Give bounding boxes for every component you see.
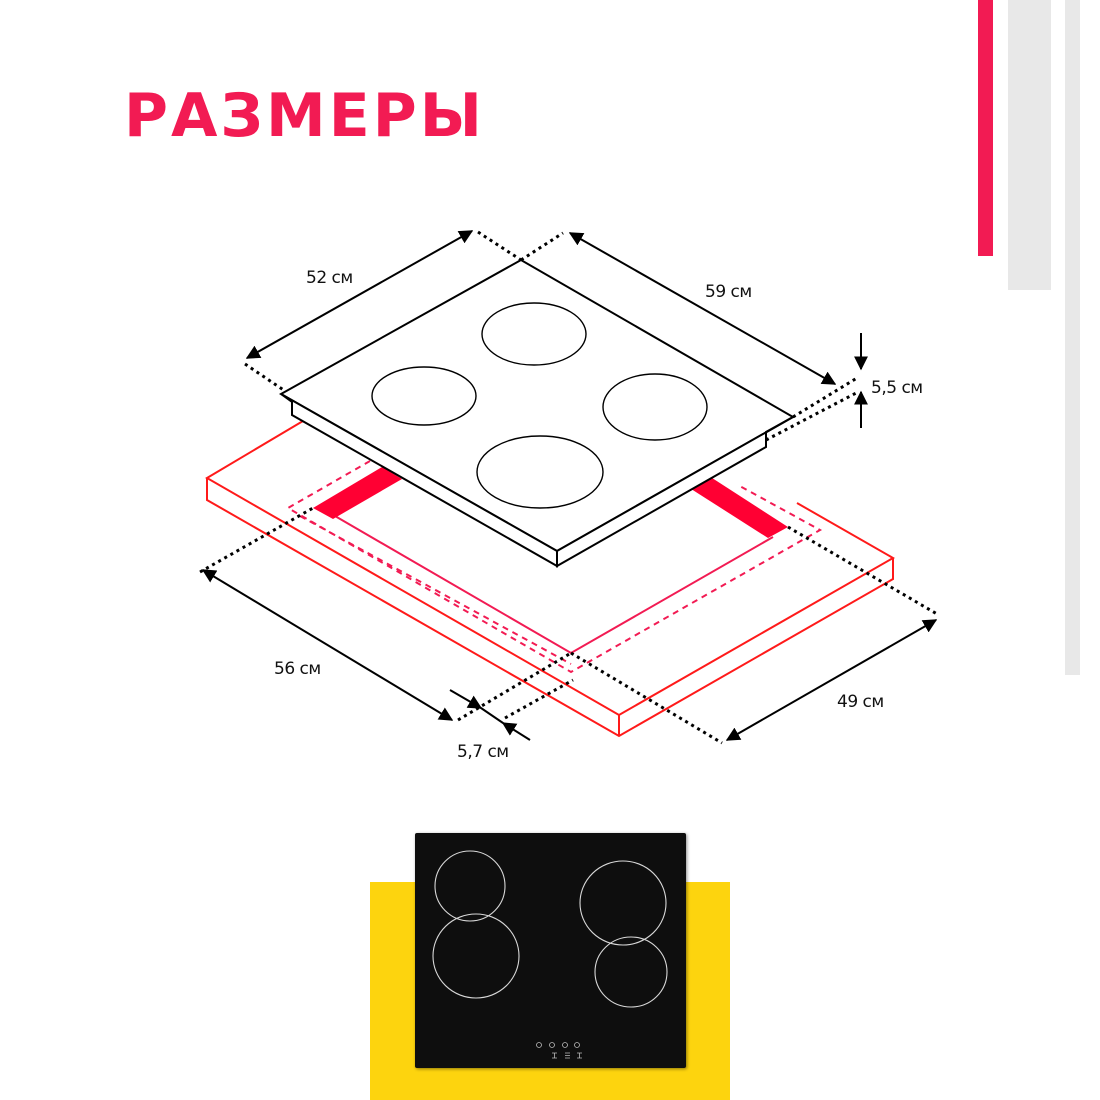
accent-bar-gray-narrow xyxy=(1065,0,1080,675)
label-min-offset: 5,7 см xyxy=(457,742,509,762)
label-cutout-depth: 49 см xyxy=(837,692,884,712)
label-hob-width: 59 см xyxy=(705,282,752,302)
burner-icon xyxy=(594,936,668,1008)
dimension-arrows xyxy=(201,230,938,741)
extension-lines xyxy=(199,230,938,745)
accent-bar-gray-wide xyxy=(1008,0,1051,290)
burner-icon xyxy=(434,850,506,922)
label-cutout-width: 56 см xyxy=(274,659,321,679)
support-strip-left xyxy=(313,467,402,519)
accent-bar-red xyxy=(978,0,993,256)
label-hob-height: 5,5 см xyxy=(871,378,923,398)
burner-icon xyxy=(579,860,667,946)
burner-icon xyxy=(432,913,520,999)
support-strip-right xyxy=(688,476,788,538)
countertop-outline xyxy=(205,420,896,738)
hob-product-photo xyxy=(415,833,686,1068)
page-title: РАЗМЕРЫ xyxy=(124,81,485,151)
hob-photo-burners xyxy=(432,850,668,1059)
control-panel xyxy=(536,1042,582,1059)
dimensions-diagram: 52 см 59 см 5,5 см 56 см 49 см 5,7 см xyxy=(199,230,938,762)
label-hob-depth: 52 см xyxy=(306,268,353,288)
hob-drawing xyxy=(278,258,796,568)
